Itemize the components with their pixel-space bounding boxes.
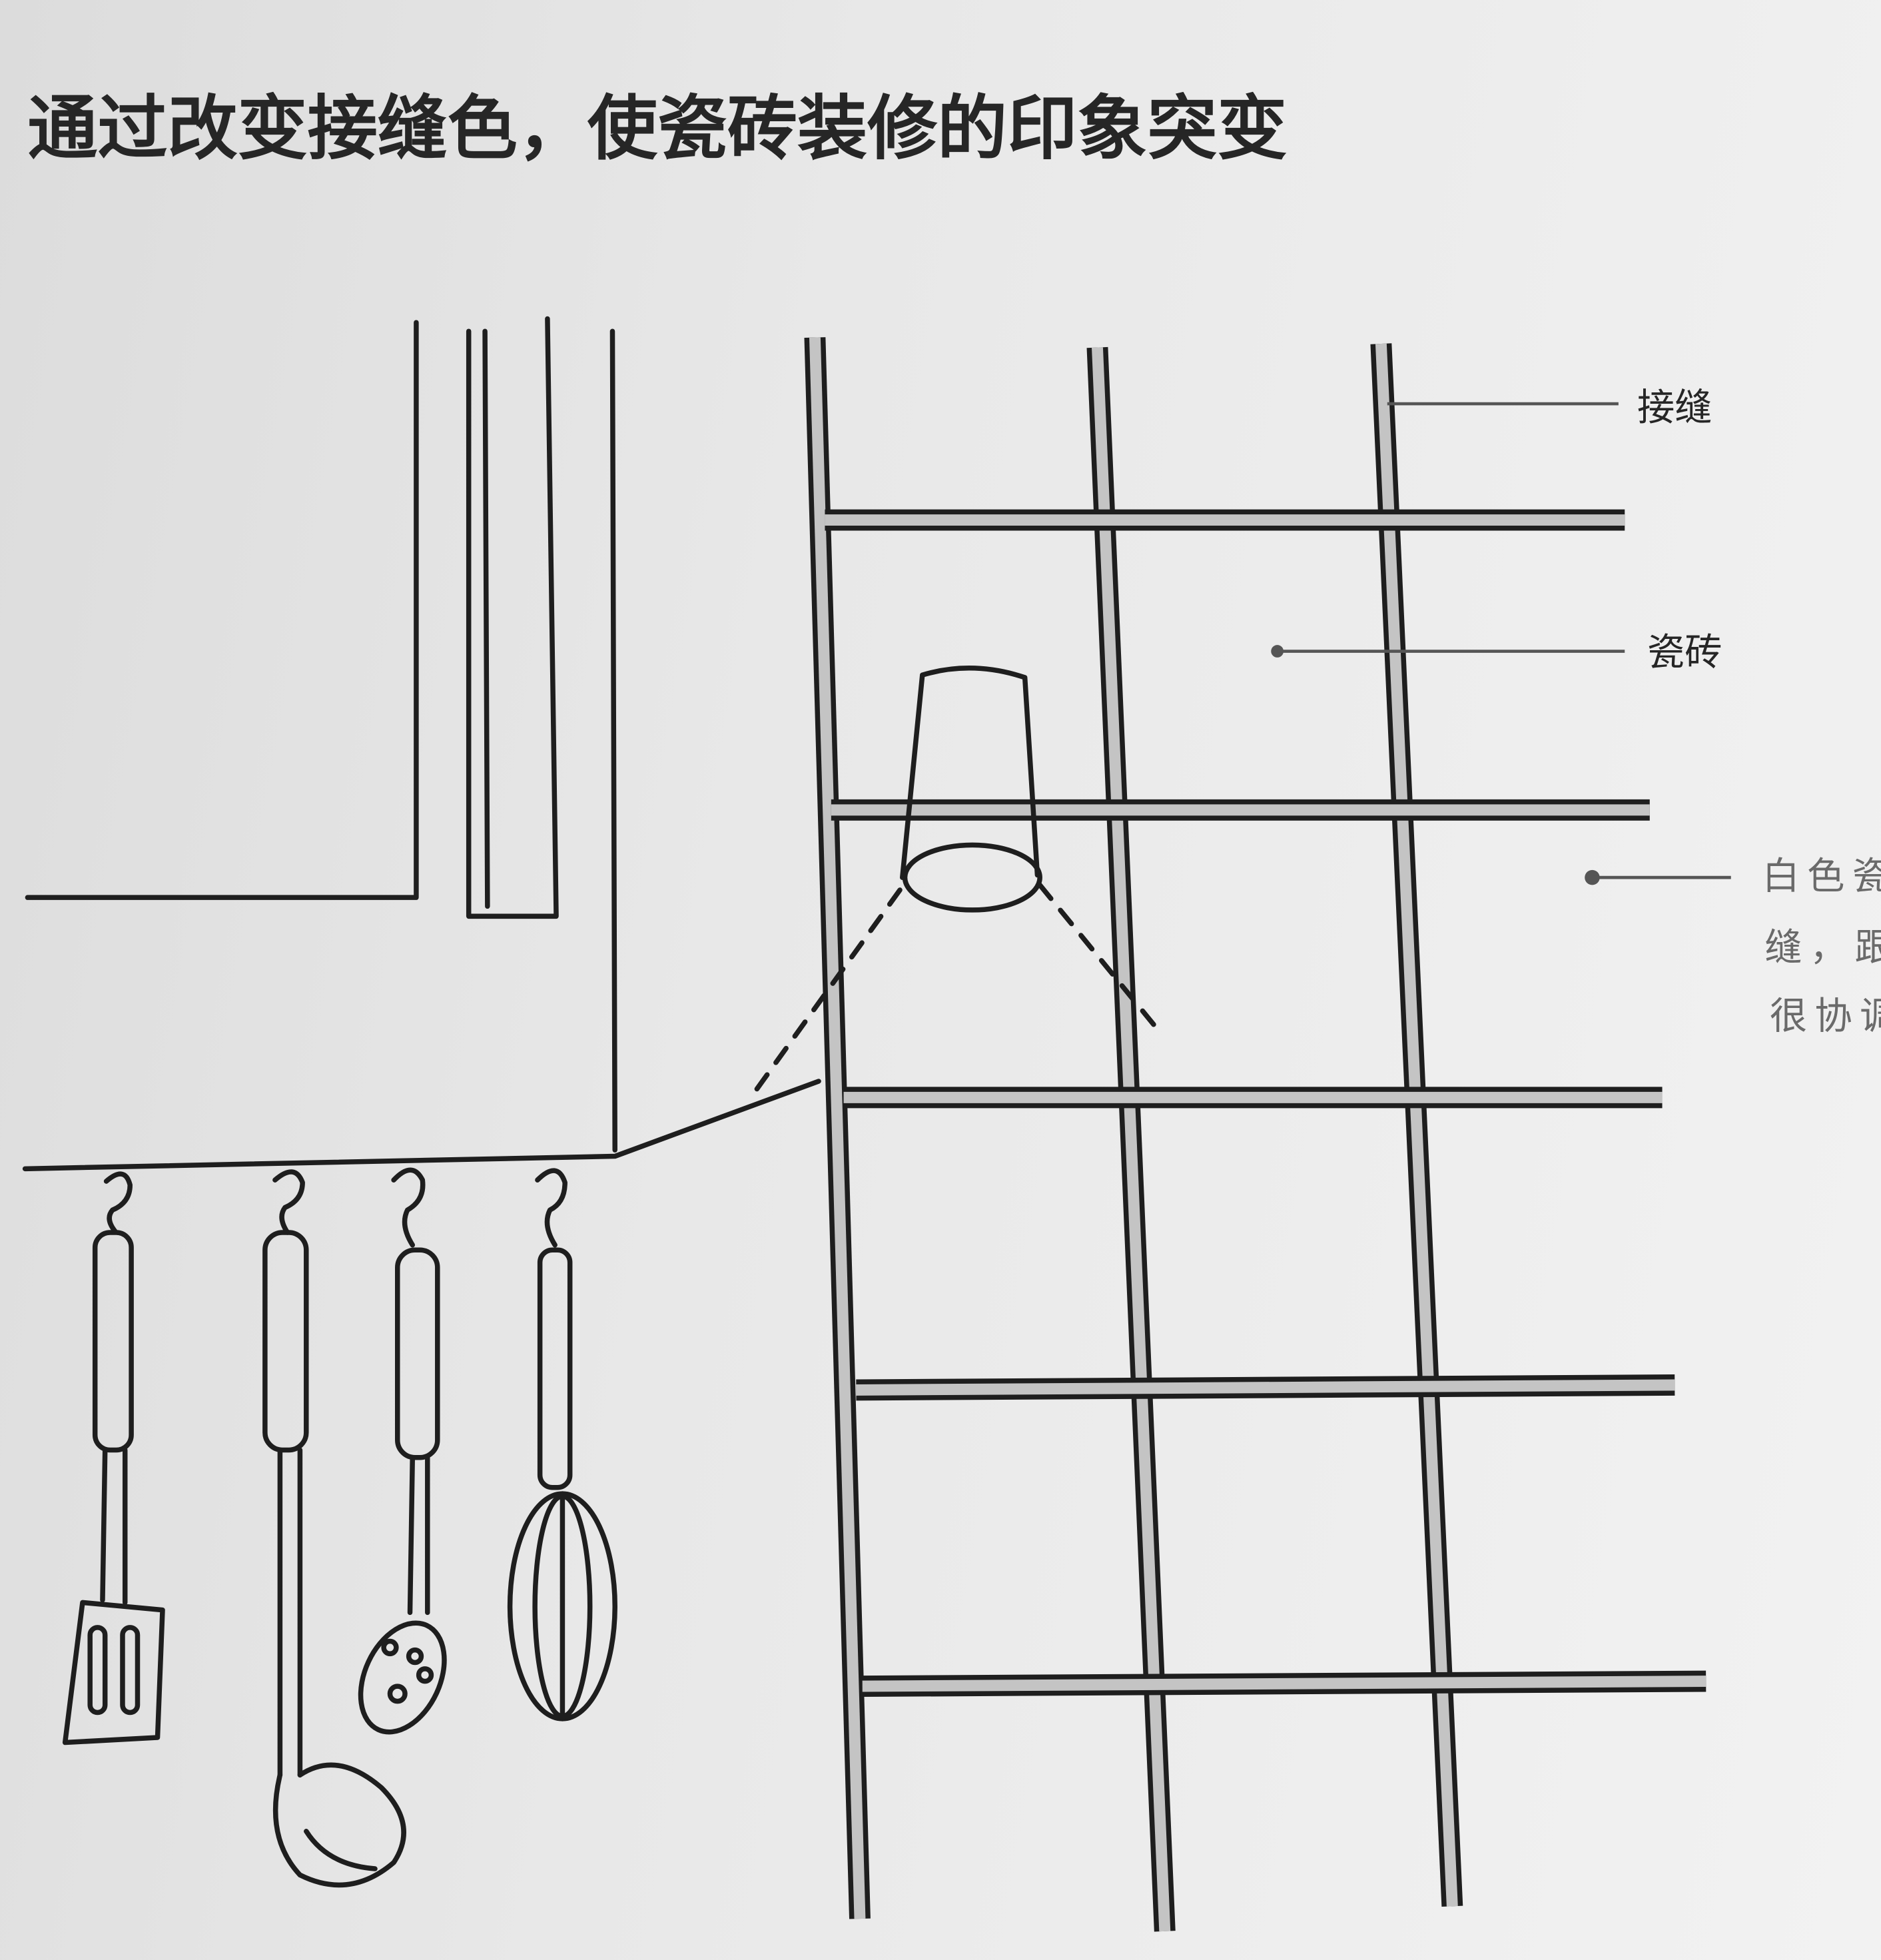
tile-joint [1375, 343, 1458, 1907]
pendant-lamp [753, 666, 1159, 1093]
wall-cabinet [22, 316, 821, 1172]
tile-joint [862, 1676, 1706, 1692]
spatula [62, 1171, 165, 1745]
tile-joint [809, 337, 866, 1919]
tile-grid [804, 337, 1706, 1932]
side-note-line-3: 很协调 [1770, 995, 1881, 1038]
side-note-line-1: 白色瓷 [1762, 855, 1881, 898]
label-tile-text: 瓷砖 [1647, 631, 1722, 674]
tile-joint [1092, 347, 1171, 1932]
skimmer [358, 1167, 447, 1735]
tile-joint [856, 1379, 1675, 1396]
label-joint-text: 接缝 [1637, 386, 1712, 429]
whisk [507, 1168, 617, 1721]
page-title: 通过改变接缝色，使瓷砖装修的印象突变 [27, 87, 1287, 169]
utensil-rail [62, 1167, 617, 1888]
label-tile: 瓷砖 [1271, 631, 1722, 674]
side-note-line-2: 缝，跟 [1764, 926, 1881, 969]
ladle [262, 1169, 406, 1888]
label-joint: 接缝 [1387, 386, 1712, 429]
side-note: 白色瓷 缝，跟 很协调 [1585, 855, 1881, 1038]
